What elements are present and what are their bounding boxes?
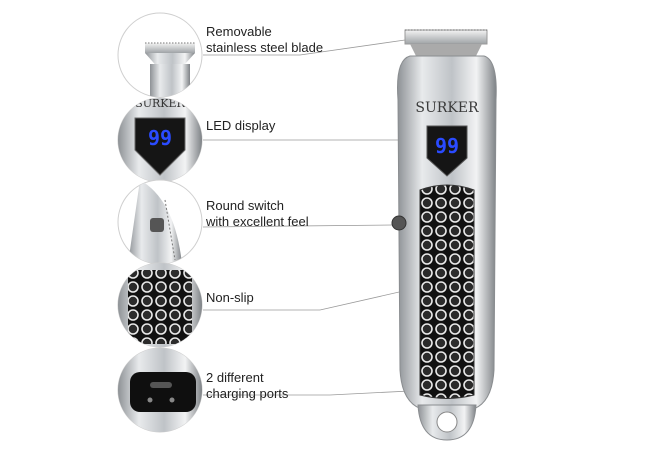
feature-ports-line2: charging ports bbox=[206, 386, 289, 401]
feature-switch-line1: Round switch bbox=[206, 198, 285, 213]
grip-detail-circle bbox=[117, 262, 203, 348]
feature-label-ports: 2 different charging ports bbox=[206, 370, 288, 402]
feature-blade-line2: stainless steel blade bbox=[206, 40, 324, 55]
svg-text:99: 99 bbox=[148, 126, 172, 150]
feature-label-blade: Removable stainless steel blade bbox=[206, 24, 323, 56]
feature-led-line1: LED display bbox=[206, 118, 276, 133]
switch-detail-circle bbox=[117, 179, 203, 265]
blade-detail-circle bbox=[117, 12, 203, 98]
feature-blade-line1: Removable bbox=[206, 24, 272, 39]
feature-grip-line1: Non-slip bbox=[206, 290, 254, 305]
feature-label-switch: Round switch with excellent feel bbox=[206, 198, 309, 230]
svg-text:SURKER: SURKER bbox=[135, 97, 185, 110]
feature-label-grip: Non-slip bbox=[206, 290, 254, 306]
feature-ports-line1: 2 different bbox=[206, 370, 264, 385]
brand-logo: SURKER bbox=[415, 100, 479, 116]
port-detail-circle bbox=[117, 347, 203, 433]
svg-text:99: 99 bbox=[435, 134, 459, 158]
feature-switch-line2: with excellent feel bbox=[206, 214, 309, 229]
trimmer-product: SURKER 99 bbox=[391, 29, 497, 441]
led-detail-circle: 99 SURKER bbox=[117, 97, 203, 183]
feature-label-led: LED display bbox=[206, 118, 275, 134]
leader-lines bbox=[202, 39, 445, 396]
